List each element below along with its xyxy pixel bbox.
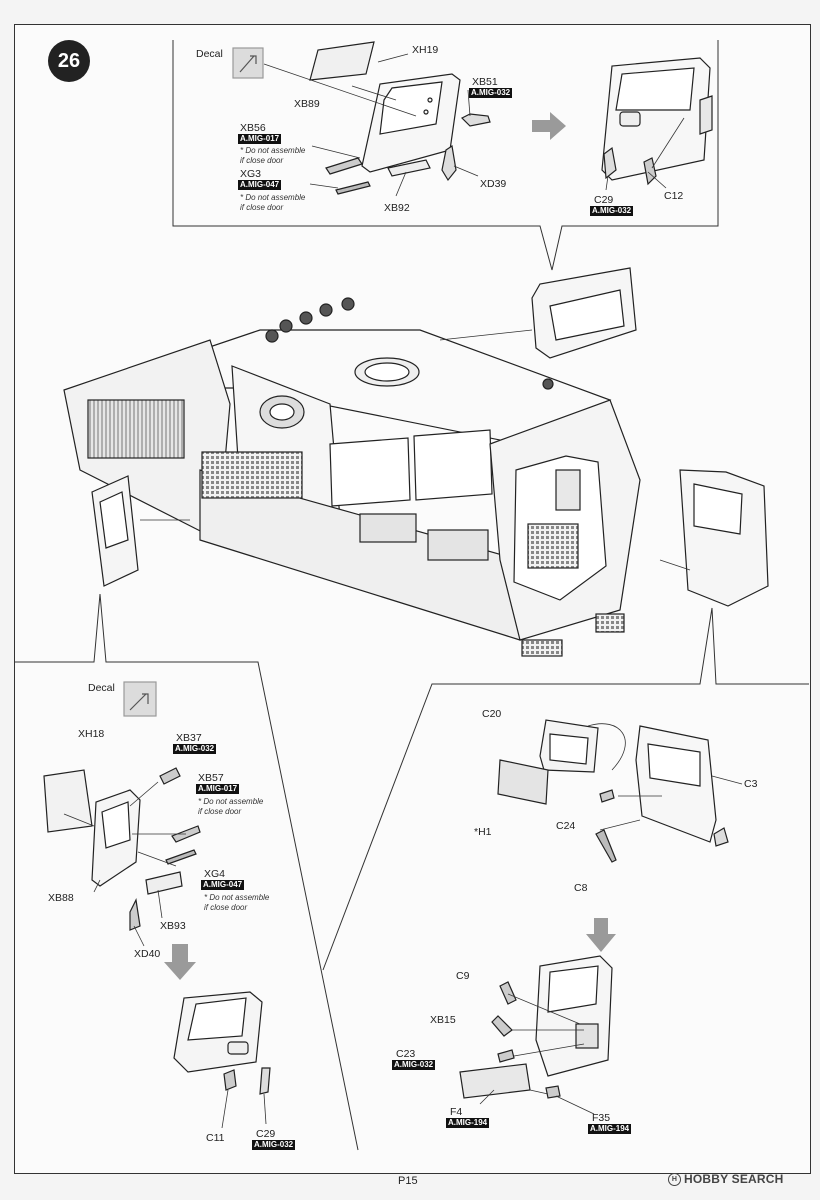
part-label-f35: F35 xyxy=(592,1112,611,1124)
part-label-xb93: XB93 xyxy=(160,920,186,932)
note-xg3: * Do not assemble if close door xyxy=(240,193,306,212)
watermark-text: HOBBY SEARCH xyxy=(684,1172,784,1187)
part-label-xb88: XB88 xyxy=(48,892,74,904)
paint-tag-xb57: A.MIG-017 xyxy=(196,784,240,794)
step-number-badge: 26 xyxy=(48,40,90,82)
part-label-xb15: XB15 xyxy=(430,1014,456,1026)
page-number: P15 xyxy=(398,1175,418,1187)
part-label-xg4: XG4 xyxy=(204,868,226,880)
part-label-xb51: XB51 xyxy=(472,76,498,88)
part-label-c3: C3 xyxy=(744,778,758,790)
watermark-logo-icon: H xyxy=(668,1173,681,1187)
vehicle-main-art xyxy=(63,267,769,657)
paint-tag-f4: A.MIG-194 xyxy=(446,1118,490,1128)
paint-tag-c23: A.MIG-032 xyxy=(392,1060,436,1070)
paint-tag-c29-top: A.MIG-032 xyxy=(590,206,634,216)
part-label-c24: C24 xyxy=(556,820,576,832)
part-label-xh18: XH18 xyxy=(78,728,105,740)
paint-tag-c29-left: A.MIG-032 xyxy=(252,1140,296,1150)
paint-tag-f35: A.MIG-194 xyxy=(588,1124,632,1134)
part-label-c29-top: C29 xyxy=(594,194,614,206)
part-label-xb92: XB92 xyxy=(384,202,410,214)
note-xb56: * Do not assemble if close door xyxy=(240,146,306,165)
part-label-xg3: XG3 xyxy=(240,168,262,180)
left-decal-label: Decal xyxy=(88,682,115,694)
part-label-c29-left: C29 xyxy=(256,1128,276,1140)
part-label-c23: C23 xyxy=(396,1048,416,1060)
paint-tag-xg3: A.MIG-047 xyxy=(238,180,282,190)
part-label-xb37: XB37 xyxy=(176,732,202,744)
part-label-c9: C9 xyxy=(456,970,470,982)
part-label-c11: C11 xyxy=(206,1132,225,1144)
top-door-art xyxy=(232,41,713,197)
note-xb57: * Do not assemble if close door xyxy=(198,797,264,816)
part-label-xd39: XD39 xyxy=(480,178,507,190)
part-label-xb57: XB57 xyxy=(198,772,224,784)
top-callout-box xyxy=(172,40,719,271)
right-callout-box xyxy=(322,607,809,971)
part-label-c20: C20 xyxy=(482,708,502,720)
part-label-f4: F4 xyxy=(450,1106,463,1118)
left-door-art xyxy=(43,681,271,1129)
part-label-c12: C12 xyxy=(664,190,684,202)
paint-tag-xb51: A.MIG-032 xyxy=(469,88,513,98)
top-decal-label: Decal xyxy=(196,48,223,60)
part-label-xh19: XH19 xyxy=(412,44,439,56)
paint-tag-xg4: A.MIG-047 xyxy=(201,880,245,890)
right-door-art xyxy=(459,719,743,1115)
part-label-xb56: XB56 xyxy=(240,122,266,134)
paint-tag-xb56: A.MIG-017 xyxy=(238,134,282,144)
left-callout-box xyxy=(14,593,359,1151)
part-label-c8: C8 xyxy=(574,882,588,894)
note-xg4: * Do not assemble if close door xyxy=(204,893,270,912)
part-label-xb89: XB89 xyxy=(294,98,320,110)
part-label-xd40: XD40 xyxy=(134,948,161,960)
paint-tag-xb37: A.MIG-032 xyxy=(173,744,217,754)
part-label-h1: *H1 xyxy=(474,826,492,838)
